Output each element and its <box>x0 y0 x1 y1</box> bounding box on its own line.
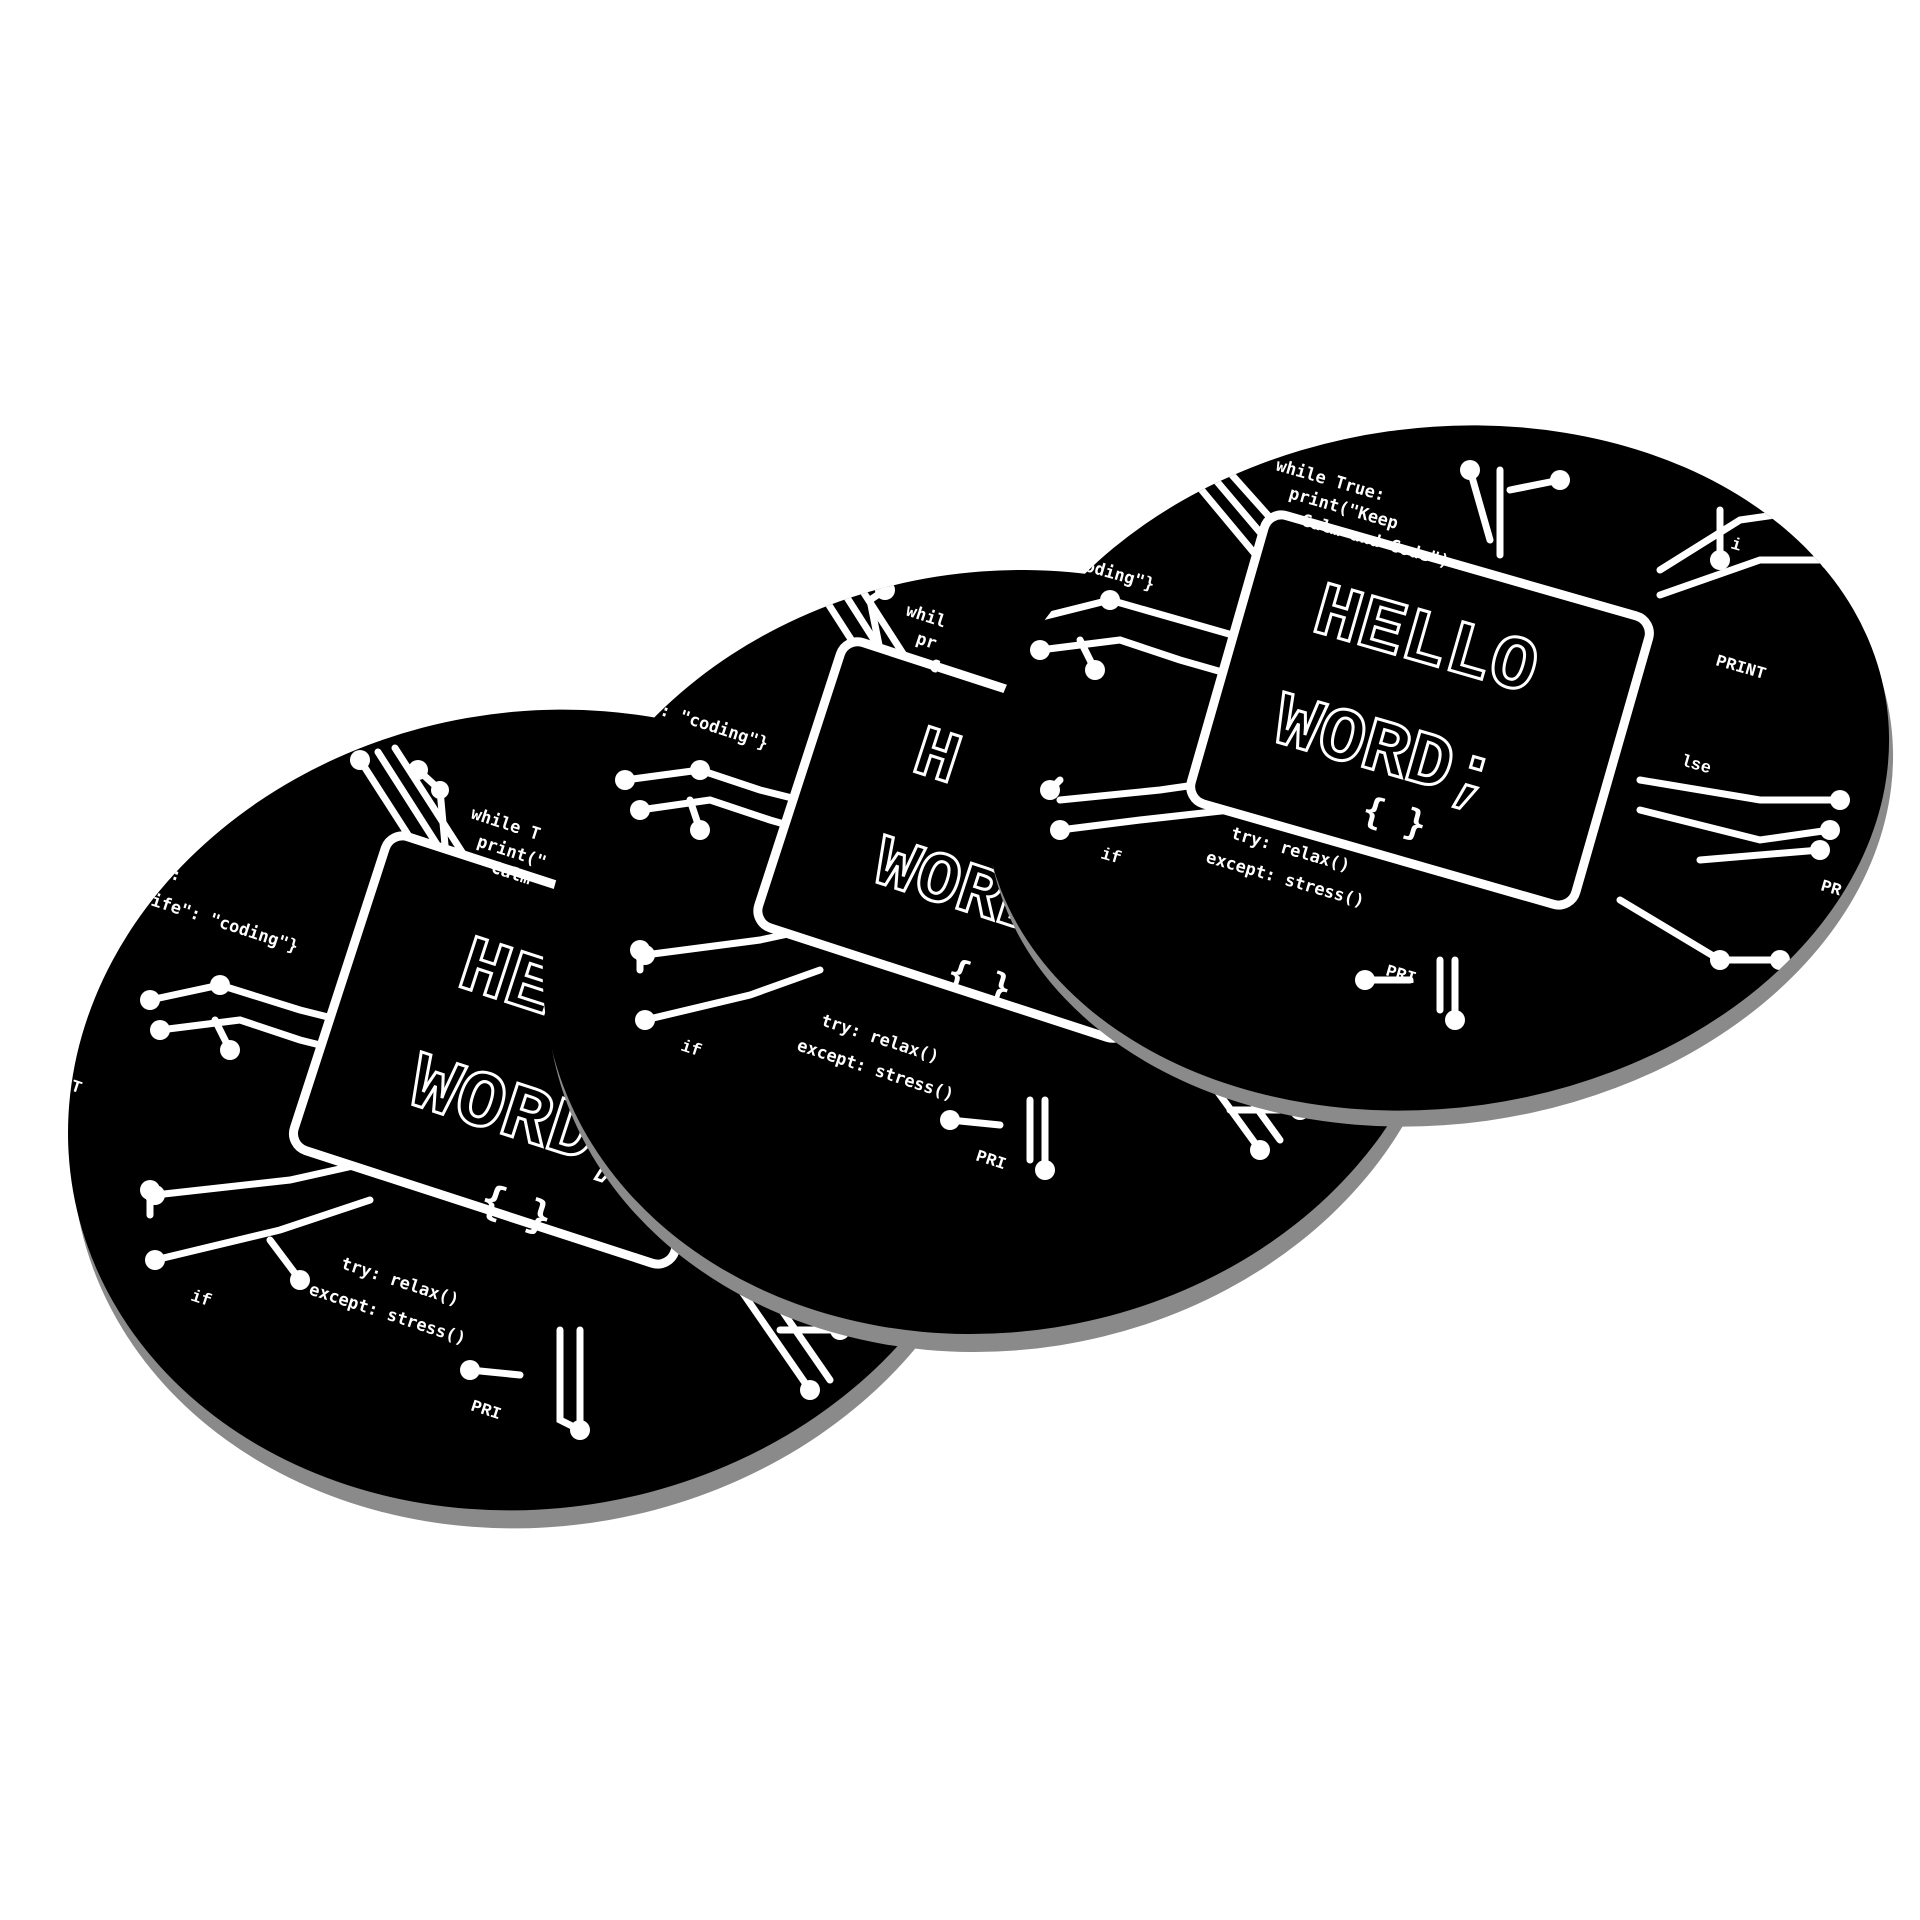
label-if-right: i <box>1728 536 1743 557</box>
circuit-nodes-left <box>140 750 850 1440</box>
code-us: us: <box>618 658 653 687</box>
label-if: if <box>1098 846 1123 870</box>
chip-frame-right <box>1186 510 1654 910</box>
code-us: us: <box>148 858 183 887</box>
coaster-middle: whil pr C us: ife": "coding"} H WORD { }… <box>542 544 1454 1353</box>
coaster-right: while True: print("Keep Calm and Code") … <box>982 424 1894 1127</box>
code-us: us: <box>1024 496 1059 524</box>
